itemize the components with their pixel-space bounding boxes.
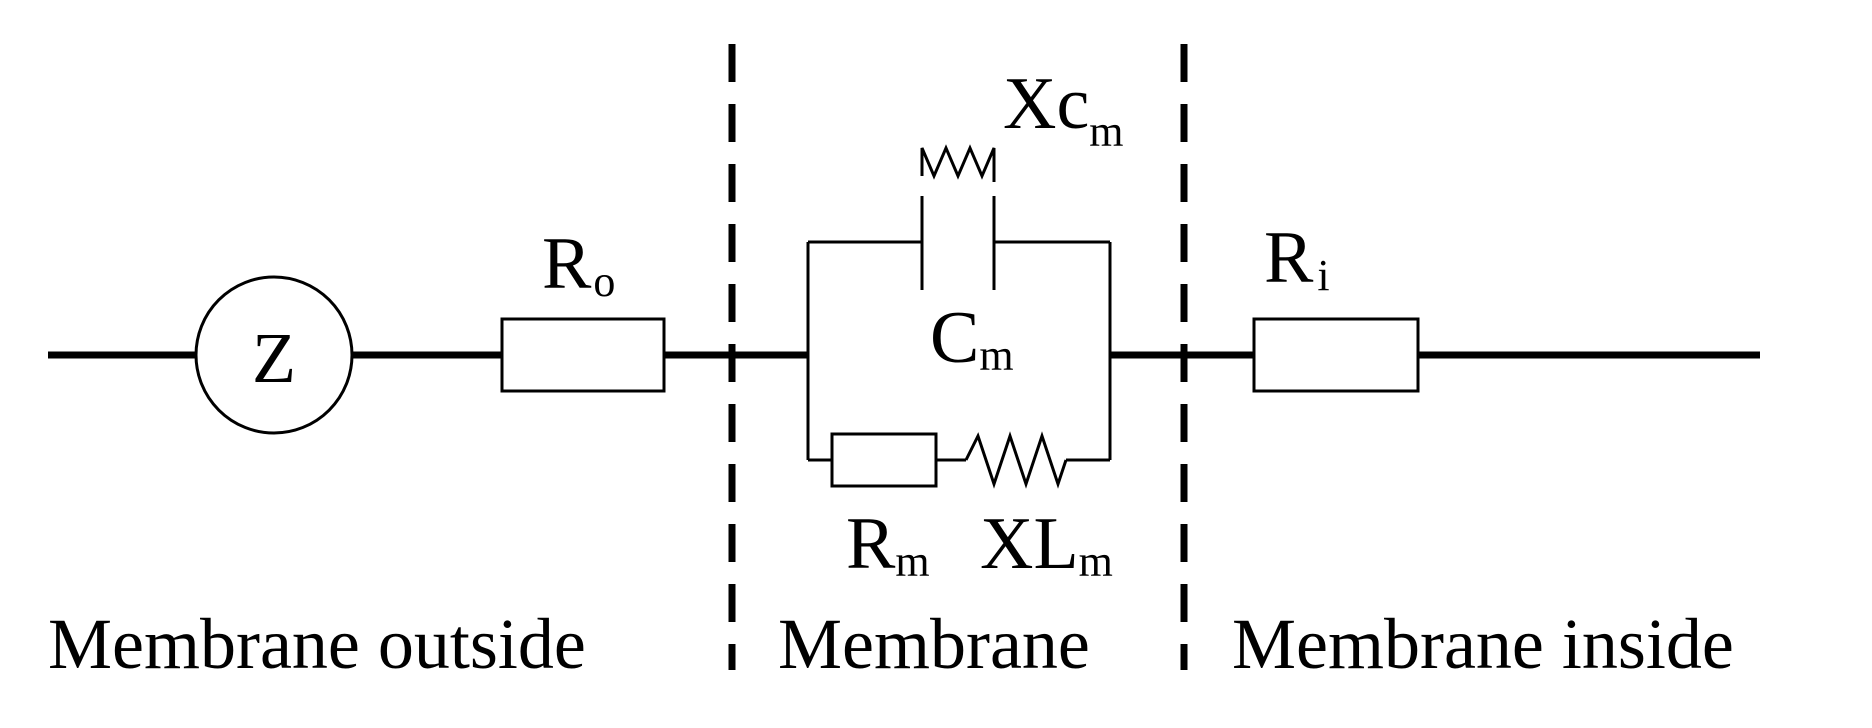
- resistor-rm-label: Rm: [846, 503, 930, 586]
- reactance-xcm-zigzag: [920, 144, 996, 182]
- capacitor-cm-label: Cm: [930, 297, 1014, 380]
- inductor-xlm-zigzag: [964, 431, 1068, 489]
- resistor-ri-label: Ri: [1264, 217, 1330, 300]
- region-label-inside: Membrane inside: [1232, 604, 1734, 684]
- resistor-rm: [830, 432, 938, 488]
- region-label-membrane: Membrane: [778, 604, 1090, 684]
- reactance-xcm-label: Xcm: [1003, 63, 1124, 156]
- resistor-ro-label: Ro: [542, 223, 615, 306]
- inductor-xlm-label: XLm: [980, 503, 1113, 586]
- impedance-z-label: Z: [252, 318, 296, 398]
- region-label-outside: Membrane outside: [48, 604, 586, 684]
- resistor-ri: [1252, 317, 1420, 393]
- resistor-ro: [500, 317, 666, 393]
